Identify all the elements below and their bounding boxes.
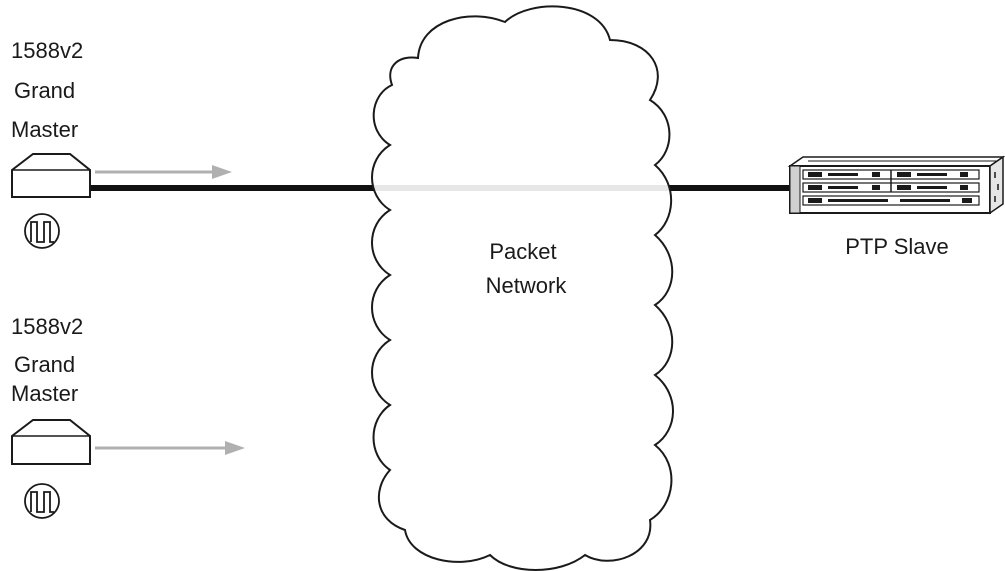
- grand-master-top-label-line1: 1588v2: [11, 38, 83, 63]
- grand-master-bottom-label-line3: Master: [11, 381, 78, 406]
- packet-network-cloud-icon: Packet Network: [371, 5, 674, 571]
- packet-network-label-line1: Packet: [489, 239, 556, 264]
- grand-master-device-icon: [11, 419, 91, 465]
- ptp-message-arrow-top: [95, 165, 232, 179]
- ptp-slave-chassis-icon: [787, 155, 1005, 215]
- grand-master-top-label: 1588v2 Grand Master: [11, 38, 83, 142]
- grand-master-top-label-line3: Master: [11, 117, 78, 142]
- grand-master-device-icon: [11, 153, 91, 198]
- grand-master-top-label-line2: Grand: [14, 78, 75, 103]
- square-wave-clock-icon: [24, 213, 60, 249]
- grand-master-bottom-label-line1: 1588v2: [11, 314, 83, 339]
- grand-master-bottom-label: 1588v2 Grand Master: [11, 314, 83, 406]
- square-wave-clock-icon: [24, 483, 60, 519]
- ptp-message-arrow-bottom: [95, 441, 245, 455]
- packet-network-label-line2: Network: [486, 273, 568, 298]
- ptp-slave-label: PTP Slave: [845, 234, 949, 259]
- grand-master-bottom-label-line2: Grand: [14, 352, 75, 377]
